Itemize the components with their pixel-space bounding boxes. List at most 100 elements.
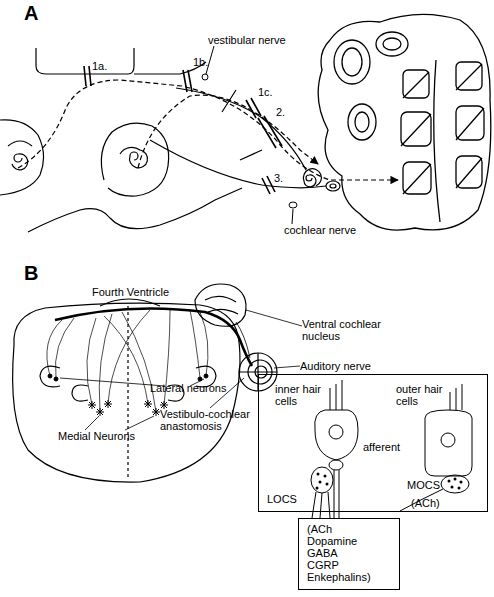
structure-label: Vestibulo-cochlear anastomosis xyxy=(160,408,260,432)
synaptic-vesicles xyxy=(326,483,329,486)
nerve-pathways xyxy=(138,95,318,168)
callout-number: 1a. xyxy=(92,60,107,72)
nerve-terminals xyxy=(400,489,443,511)
brainstem-section xyxy=(40,366,60,387)
inner-ear xyxy=(401,64,484,194)
cut-marks xyxy=(183,70,192,92)
synaptic-vesicles xyxy=(316,487,319,490)
callout-number: 1c. xyxy=(258,86,273,98)
efferent-fibers xyxy=(99,314,112,412)
nerve-pathways xyxy=(326,181,340,191)
cell-label: inner hair cells xyxy=(275,383,330,407)
inner-ear xyxy=(383,38,401,50)
nerve-terminals xyxy=(312,492,330,518)
fiber-label: afferent xyxy=(363,441,400,453)
efferent-fibers xyxy=(122,312,156,412)
neuron-symbols xyxy=(48,374,52,378)
nerve-terminals xyxy=(441,475,469,493)
callout-number: 2. xyxy=(276,106,285,118)
cell-label: outer hair cells xyxy=(396,383,448,407)
neuron-symbols xyxy=(54,377,58,381)
brainstem-section xyxy=(127,306,128,480)
brainstem-section xyxy=(205,296,238,314)
leader-lines xyxy=(85,416,154,430)
brainstem-outline xyxy=(0,120,44,195)
inner-ear xyxy=(355,112,369,132)
synaptic-vesicles xyxy=(458,487,461,490)
panel-letter: A xyxy=(24,2,38,24)
leader-lines xyxy=(202,46,297,224)
inner-ear xyxy=(318,14,491,230)
structure-label: Fourth Ventricle xyxy=(92,286,169,298)
inset-box: inner hair cells outer hair cells afferent… xyxy=(258,374,488,512)
leader-lines xyxy=(274,366,300,368)
synaptic-vesicles xyxy=(454,478,457,481)
efferent-fibers xyxy=(47,320,62,376)
nerve-terminals xyxy=(311,460,469,518)
nerve-pathways xyxy=(18,80,398,191)
hair-cells xyxy=(329,425,343,439)
brainstem-outline xyxy=(28,188,242,232)
cut-marks xyxy=(262,176,275,194)
hair-cells xyxy=(450,384,462,410)
nerve-pathways xyxy=(330,184,336,188)
inner-ear xyxy=(318,14,491,230)
efferent-fibers xyxy=(190,310,200,378)
leader-lines xyxy=(236,322,250,358)
brainstem-section xyxy=(13,303,240,482)
nerve-pathways xyxy=(303,169,321,187)
olivocochlear-bundle xyxy=(55,308,252,366)
neuron-symbols xyxy=(152,408,160,416)
efferent-fibers xyxy=(47,310,208,412)
structure-label: Lateral neurons xyxy=(150,382,226,394)
inner-ear xyxy=(342,48,362,76)
hair-cells xyxy=(330,380,342,410)
nerve-pathways xyxy=(150,140,326,188)
cut-marks xyxy=(84,66,282,194)
brainstem-outline xyxy=(8,141,32,170)
inner-ear xyxy=(376,32,408,56)
brainstem-outline xyxy=(0,48,262,232)
neuron-symbols xyxy=(88,401,96,409)
hair-cells xyxy=(441,433,455,447)
nerve-pathways xyxy=(176,88,306,170)
leader-lines xyxy=(289,202,297,208)
efferent-fibers xyxy=(87,318,96,405)
nerve-terminals xyxy=(334,470,339,518)
brainstem-section xyxy=(72,385,88,401)
leader-lines xyxy=(202,74,208,80)
structure-label: Ventral cochlear nucleus xyxy=(302,318,390,342)
cut-marks xyxy=(84,66,91,86)
structure-label: cochlear nerve xyxy=(284,224,356,236)
hair-cells xyxy=(315,410,358,460)
neuron-symbols xyxy=(144,400,152,408)
structure-label: vestibular nerve xyxy=(208,34,286,46)
synaptic-vesicles xyxy=(451,486,454,489)
nerve-terminals xyxy=(329,460,343,470)
nerve-pathways xyxy=(18,80,398,180)
neuron-symbols xyxy=(204,374,208,378)
transmitter-label: (ACh) xyxy=(411,497,440,509)
hair-cells xyxy=(315,380,472,476)
leader-lines xyxy=(246,310,302,326)
efferent-fibers xyxy=(200,312,208,376)
structure-label: Auditory nerve xyxy=(300,360,371,372)
brainstem-section xyxy=(100,299,160,306)
synaptic-vesicles xyxy=(460,481,463,484)
nerve-terminals xyxy=(311,467,333,493)
panel-letter: B xyxy=(24,262,38,284)
synaptic-vesicles xyxy=(319,481,322,484)
neuron-symbols xyxy=(96,408,104,416)
hair-cells xyxy=(425,410,472,476)
efferent-fibers xyxy=(104,316,148,404)
system-label: MOCS xyxy=(407,479,440,491)
callout-number: 3. xyxy=(274,172,283,184)
synaptic-vesicles xyxy=(448,480,451,483)
structure-label: Medial Neurons xyxy=(58,430,135,442)
transmitter-box: (ACh Dopamine GABA CGRP Enkephalins) xyxy=(298,518,400,590)
efferent-fibers xyxy=(55,318,74,378)
cut-marks xyxy=(258,116,282,148)
synaptic-vesicles xyxy=(316,473,463,490)
inner-ear xyxy=(334,40,370,84)
